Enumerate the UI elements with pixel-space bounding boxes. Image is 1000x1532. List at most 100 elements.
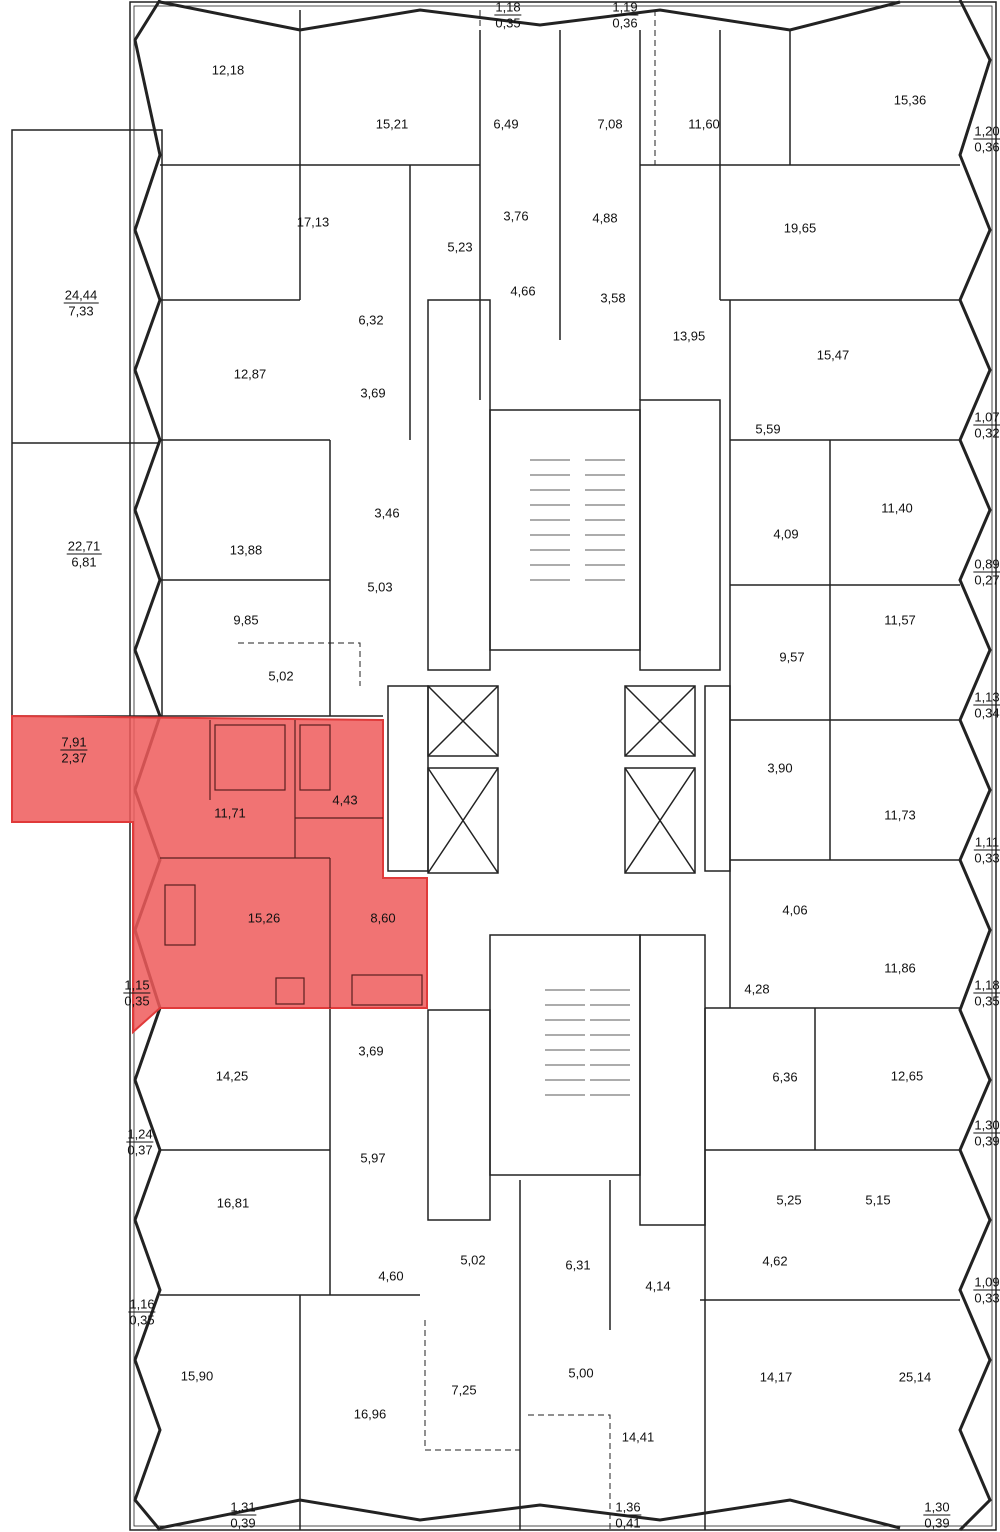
room-area-label: 11,86: [884, 960, 916, 976]
highlighted-terrace-label-area: 7,91: [60, 734, 88, 751]
room-area-label: 3,69: [358, 1043, 384, 1059]
room-area-label: 3,69: [360, 385, 386, 401]
stairwell-bottom: [489, 934, 641, 1176]
balcony-area-label-reduced: 0,37: [127, 1142, 153, 1158]
room-area-label: 6,36: [772, 1069, 798, 1085]
balcony-area-label-reduced: 0,35: [129, 1312, 155, 1328]
highlighted-room-area-label: 8,60: [370, 910, 396, 926]
balcony-area-label-reduced: 7,33: [68, 303, 94, 319]
room-area-label: 4,06: [782, 902, 808, 918]
room-area-label: 5,15: [865, 1192, 891, 1208]
room-area-label: 5,97: [360, 1150, 386, 1166]
balcony-area-label-area: 1,09: [973, 1274, 1000, 1291]
balcony-area-label-reduced: 0,32: [974, 425, 1000, 441]
room-area-label: 4,66: [510, 283, 536, 299]
room-area-label: 15,90: [180, 1368, 214, 1384]
room-area-label: 12,65: [890, 1068, 924, 1084]
highlighted-unit: [11, 714, 428, 1035]
highlighted-balcony-label-reduced: 0,35: [124, 993, 150, 1009]
room-area-label: 16,81: [216, 1195, 250, 1211]
room-area-label: 14,17: [759, 1369, 793, 1385]
balcony-area-label-area: 1,16: [128, 1296, 156, 1313]
balcony-area-label-area: 1,30: [973, 1117, 1000, 1134]
room-area-label: 4,14: [645, 1278, 671, 1294]
stair-steps: [530, 459, 630, 1096]
highlighted-room-area-label: 4,43: [332, 792, 358, 808]
room-area-label: 3,58: [600, 290, 626, 306]
room-area-label: 19,65: [783, 220, 817, 236]
room-area-label: 6,49: [493, 116, 519, 132]
balcony-area-label-reduced: 0,33: [974, 850, 1000, 866]
room-area-label: 4,88: [592, 210, 618, 226]
balcony-area-label-area: 1,19: [611, 0, 639, 16]
room-area-label: 17,13: [296, 214, 330, 230]
room-area-label: 5,03: [367, 579, 393, 595]
balcony-area-label-area: 1,20: [973, 123, 1000, 140]
balcony-area-label-area: 1,11: [973, 834, 1000, 851]
balcony-area-label-reduced: 0,39: [974, 1133, 1000, 1149]
balcony-area-label-area: 1,31: [229, 1499, 257, 1516]
balcony-area-label-area: 1,07: [973, 409, 1000, 426]
highlighted-balcony-label-area: 1,15: [123, 977, 151, 994]
highlighted-room-area-label: 15,26: [247, 910, 281, 926]
room-area-label: 9,85: [233, 612, 259, 628]
room-area-label: 4,28: [744, 981, 770, 997]
room-area-label: 12,18: [211, 62, 245, 78]
room-area-label: 3,90: [767, 760, 793, 776]
balcony-area-label-area: 0,89: [973, 556, 1000, 573]
room-area-label: 6,32: [358, 312, 384, 328]
balcony-area-label-reduced: 0,39: [924, 1515, 950, 1531]
room-area-label: 5,23: [447, 239, 473, 255]
room-area-label: 13,88: [229, 542, 263, 558]
balcony-area-label-reduced: 0,36: [612, 15, 638, 31]
room-area-label: 11,57: [884, 612, 916, 628]
room-area-label: 7,08: [597, 116, 623, 132]
room-area-label: 5,02: [268, 668, 294, 684]
room-area-label: 6,31: [565, 1257, 591, 1273]
room-area-label: 3,46: [374, 505, 400, 521]
room-area-label: 4,60: [378, 1268, 404, 1284]
balcony-area-label-area: 1,24: [126, 1126, 154, 1143]
balcony-area-label-reduced: 0,33: [974, 1290, 1000, 1306]
balcony-area-label-reduced: 0,35: [495, 15, 521, 31]
balcony-area-label-area: 1,36: [614, 1499, 642, 1516]
balcony-area-label-reduced: 0,36: [974, 139, 1000, 155]
room-area-label: 11,73: [884, 807, 916, 823]
room-area-label: 12,87: [233, 366, 267, 382]
balcony-area-label-reduced: 0,35: [974, 993, 1000, 1009]
room-area-label: 15,47: [816, 347, 850, 363]
facade-right: [958, 0, 992, 1532]
room-area-label: 15,36: [893, 92, 927, 108]
balcony-area-label-reduced: 0,34: [974, 705, 1000, 721]
room-area-label: 9,57: [779, 649, 805, 665]
balcony-area-label-area: 1,18: [973, 977, 1000, 994]
stairwell-top: [489, 409, 641, 651]
balcony-area-label-area: 1,30: [923, 1499, 951, 1516]
balcony-area-label-reduced: 0,41: [615, 1515, 641, 1531]
room-area-label: 16,96: [353, 1406, 387, 1422]
room-area-label: 3,76: [503, 208, 529, 224]
room-area-label: 4,09: [773, 526, 799, 542]
balcony-area-label-area: 22,71: [66, 538, 102, 555]
balcony-area-label-reduced: 0,27: [974, 572, 1000, 588]
highlighted-room-area-label: 11,71: [214, 805, 246, 821]
balcony-area-label-area: 1,13: [973, 689, 1000, 706]
room-area-label: 7,25: [451, 1382, 477, 1398]
